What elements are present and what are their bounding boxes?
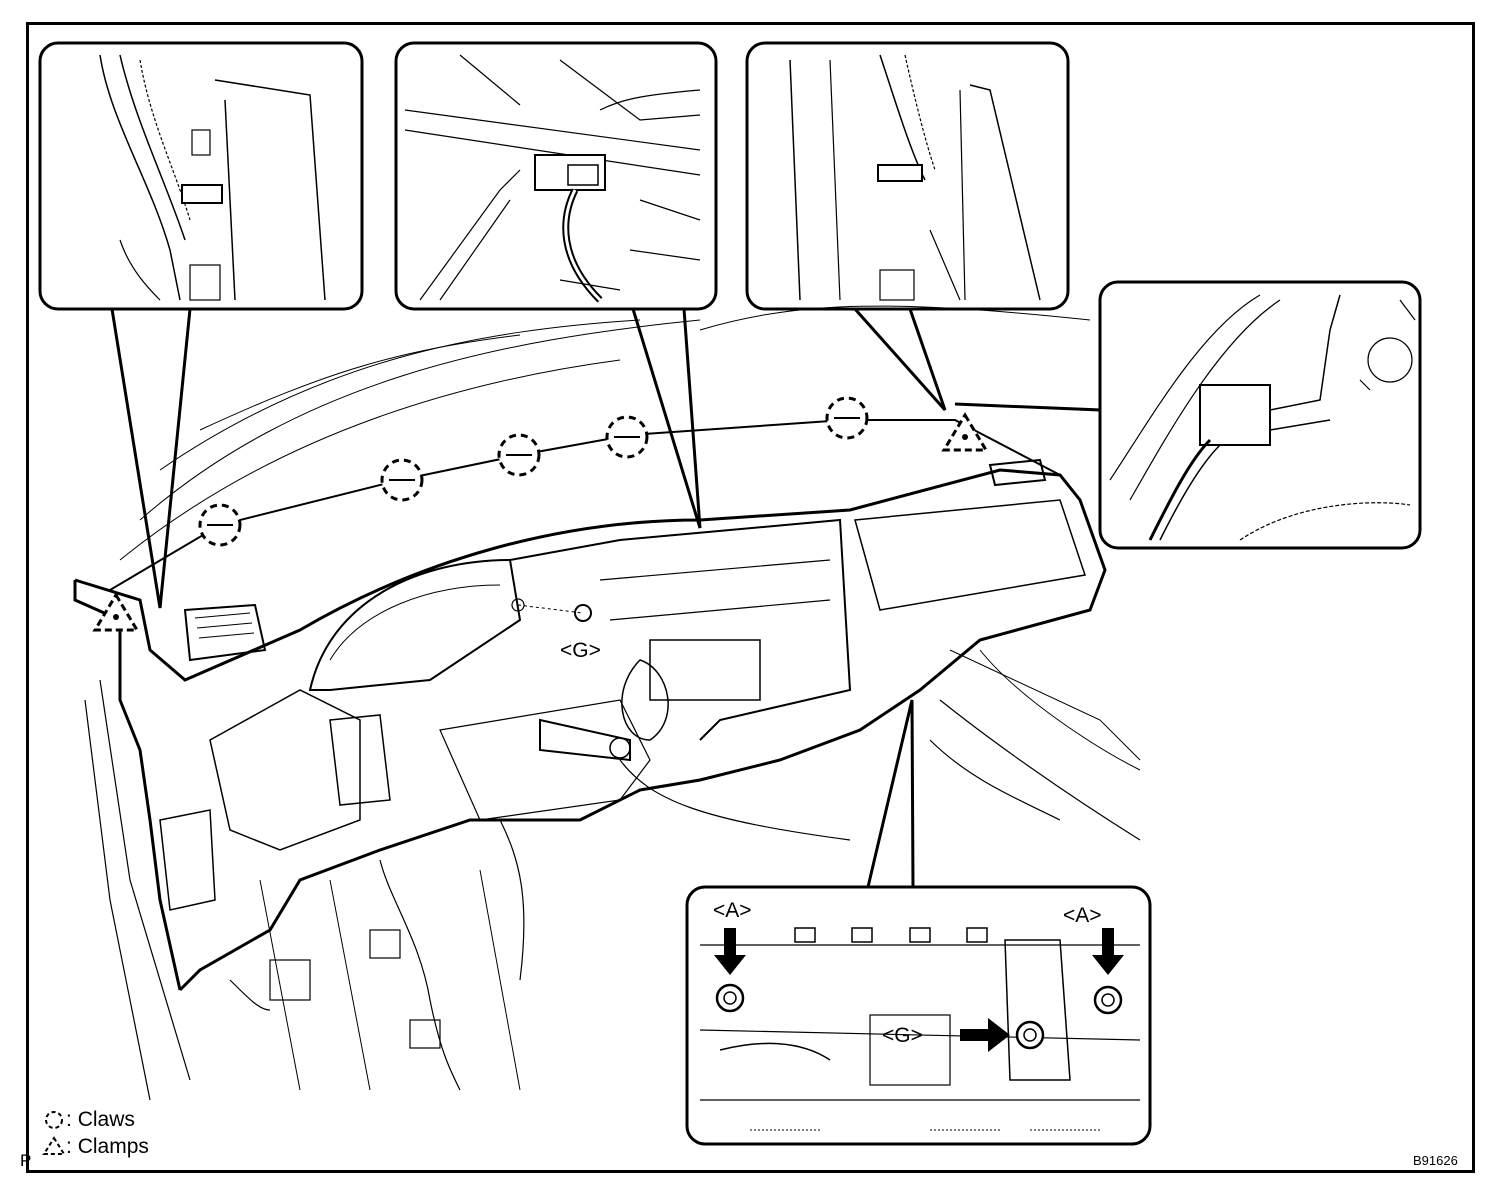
figure-code: B91626	[1413, 1153, 1458, 1168]
clamp-marker	[92, 592, 140, 632]
legend-clamps: : Clamps	[66, 1136, 149, 1157]
inset-connector-detail	[394, 41, 718, 311]
inset-claw-detail-2	[745, 41, 1070, 311]
inset-clamp-detail	[1098, 280, 1422, 550]
corner-mark: P	[20, 1151, 32, 1170]
legend-claws: : Claws	[66, 1109, 135, 1130]
dashed-circle-icon	[45, 1111, 63, 1129]
bolt-label-g-inset: <G>	[882, 1024, 923, 1047]
legend-separator: :	[66, 1135, 72, 1158]
arrow-down-icon	[1092, 928, 1124, 975]
arrow-down-icon	[714, 928, 746, 975]
clamp-markers	[92, 412, 989, 632]
bolt-label-g-main: <G>	[560, 639, 601, 662]
legend-clamps-label: Clamps	[77, 1135, 149, 1158]
bolt-label-a-left: <A>	[713, 899, 752, 922]
dashed-triangle-icon	[42, 1136, 66, 1155]
legend-symbols	[42, 1111, 66, 1155]
clamp-marker	[941, 412, 989, 452]
legend-claws-label: Claws	[77, 1108, 135, 1131]
leader-lines	[110, 308, 1102, 888]
legend-separator: :	[66, 1108, 72, 1131]
claw-markers	[198, 396, 869, 547]
instrument-panel	[73, 305, 1141, 1101]
arrow-right-icon	[960, 1018, 1010, 1052]
inset-claw-detail-1	[38, 41, 364, 311]
inset-bolt-locations	[685, 885, 1152, 1146]
bolt-label-a-right: <A>	[1063, 904, 1102, 927]
